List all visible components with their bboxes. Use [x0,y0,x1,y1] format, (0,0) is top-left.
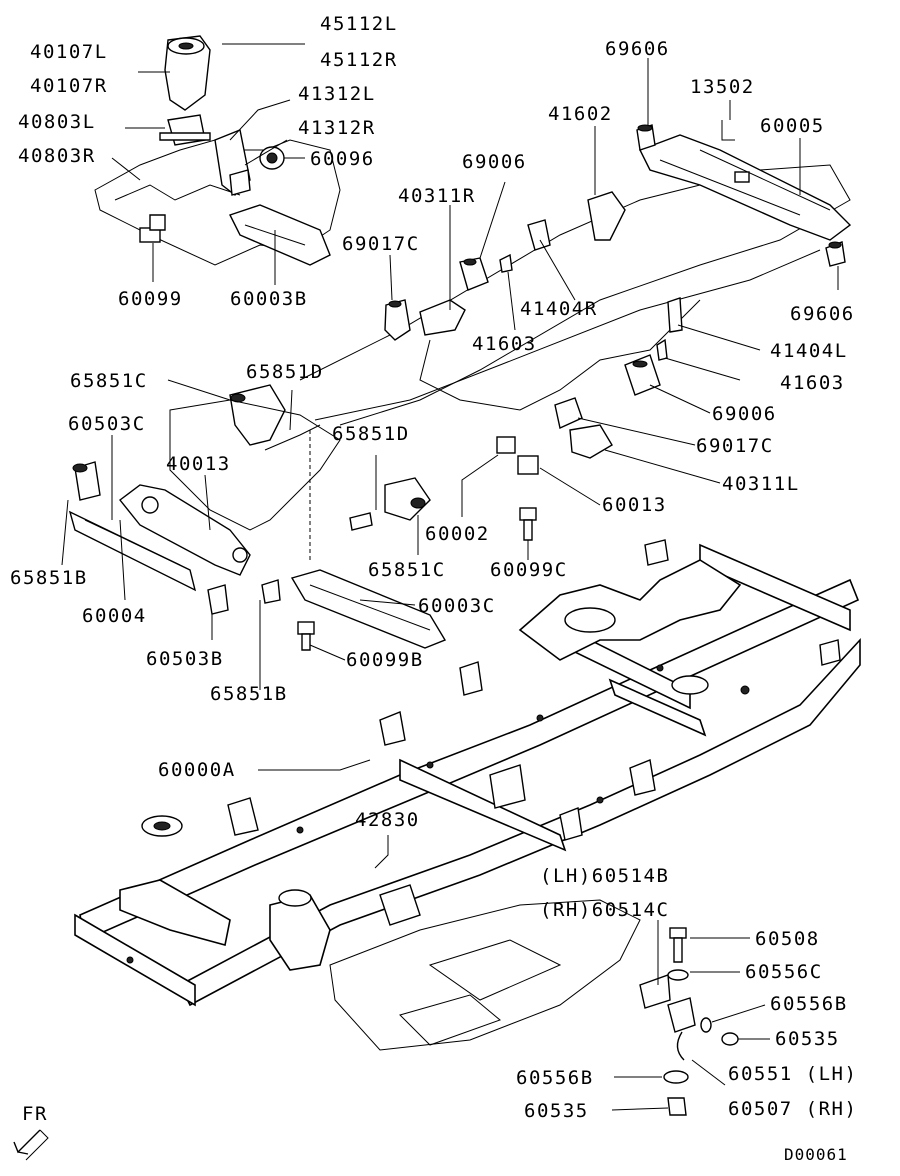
label-41312R: 41312R [298,117,376,139]
label-69006-top: 69006 [462,151,527,173]
label-69606-right: 69606 [790,303,855,325]
label-40107R: 40107R [30,75,108,97]
crossmember-60003C [290,569,447,649]
label-60503B: 60503B [146,648,224,670]
label-60003C: 60003C [418,595,496,617]
label-60096: 60096 [310,148,375,170]
label-69017C-right: 69017C [696,435,774,457]
label-60507: 60507 (RH) [728,1098,857,1120]
label-40803L: 40803L [18,111,96,133]
label-40013: 40013 [166,453,231,475]
label-69006-right: 69006 [712,403,777,425]
label-60551: 60551 (LH) [728,1063,857,1085]
diagram-code: D00061 [784,1145,848,1164]
label-65851D-top: 65851D [246,361,324,383]
part-labels: 45112L 45112R 40107L 40107R 41312L 41312… [10,13,857,1122]
label-60556C: 60556C [745,961,823,983]
label-60556B-bottom: 60556B [516,1067,594,1089]
label-45112L: 45112L [320,13,398,35]
label-60514B: (LH)60514B [540,865,669,887]
label-60503C: 60503C [68,413,146,435]
label-60535-bottom: 60535 [524,1100,589,1122]
label-42830: 42830 [355,809,420,831]
label-60514C: (RH)60514C [540,899,669,921]
mount-hardware [639,927,739,1116]
leader-lines [61,43,839,1111]
direction-label: FR [22,1103,48,1125]
label-41602: 41602 [548,103,613,125]
label-65851C-mid: 65851C [368,559,446,581]
label-60003B: 60003B [230,288,308,310]
label-40803R: 40803R [18,145,96,167]
label-69606-top: 69606 [605,38,670,60]
arrow-icon [13,1129,41,1155]
label-40311L: 40311L [722,473,800,495]
label-60000A: 60000A [158,759,236,781]
label-41312L: 41312L [298,83,376,105]
label-60005: 60005 [760,115,825,137]
label-40107L: 40107L [30,41,108,63]
main-ladder-frame [74,539,861,1051]
label-65851D-mid: 65851D [332,423,410,445]
label-65851C-top: 65851C [70,370,148,392]
label-69017C-top: 69017C [342,233,420,255]
label-60099B: 60099B [346,649,424,671]
bracket-41602 [587,191,626,241]
label-65851B-bottom: 65851B [210,683,288,705]
label-60535-right: 60535 [775,1028,840,1050]
label-45112R: 45112R [320,49,398,71]
frame-segment-60005 [639,134,852,241]
label-60099: 60099 [118,288,183,310]
label-60013: 60013 [602,494,667,516]
label-60099C: 60099C [490,559,568,581]
label-65851B-left: 65851B [10,567,88,589]
label-60556B-right: 60556B [770,993,848,1015]
label-40311R: 40311R [398,185,476,207]
label-60002: 60002 [425,523,490,545]
front-direction-indicator: FR [13,1103,49,1161]
label-41603-top: 41603 [472,333,537,355]
label-60004: 60004 [82,605,147,627]
label-13502: 13502 [690,76,755,98]
label-41404R: 41404R [520,298,598,320]
crossmember-60003B [229,204,331,266]
label-41603-right: 41603 [780,372,845,394]
label-60508: 60508 [755,928,820,950]
engine-mount-40107 [164,35,211,111]
upper-exploded-view [68,35,852,651]
label-41404L: 41404L [770,340,848,362]
